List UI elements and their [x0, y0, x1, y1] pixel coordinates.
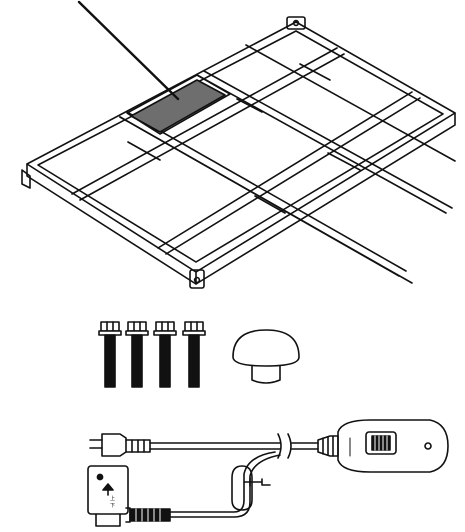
- hex-bolts: [98, 321, 206, 388]
- cable-clip: [231, 465, 253, 511]
- battery-slot-rim: [126, 74, 231, 135]
- battery-slot: [130, 79, 226, 133]
- power-cord-assembly: [89, 419, 449, 523]
- rail-short-2: [196, 74, 447, 214]
- control-box-arrow-icon: [102, 483, 114, 491]
- bed-frame: [21, 0, 456, 289]
- plug-body: [101, 433, 127, 457]
- corner-bracket-bottom: [189, 269, 205, 289]
- controller-switch: [365, 431, 397, 455]
- rail-long-2: [157, 91, 413, 249]
- rail-short-3: [245, 44, 456, 162]
- slat-3: [327, 152, 361, 171]
- hex-bolt: [125, 321, 149, 388]
- leveling-foot-cap: [232, 329, 300, 384]
- main-cable: [149, 442, 281, 450]
- frame-outer-inner-edge: [37, 30, 444, 263]
- control-box-dot: [96, 473, 104, 481]
- inline-controller: [337, 419, 449, 473]
- slat-2: [254, 195, 286, 214]
- corner-bracket-top: [286, 16, 306, 30]
- frame-left-cap: [21, 169, 31, 189]
- pointer-line: [77, 0, 180, 101]
- hex-bolt: [182, 321, 206, 388]
- rail-short-1b: [126, 111, 407, 272]
- hex-bolt: [98, 321, 122, 388]
- slat-4: [236, 98, 263, 113]
- slat-1: [127, 141, 161, 161]
- rail-short-1: [119, 116, 400, 277]
- control-box-label-2: 下: [110, 503, 115, 509]
- rail-long-1: [71, 47, 338, 195]
- slat-5: [299, 63, 331, 81]
- control-box-label-1: 上: [110, 495, 115, 502]
- branch-cable: [169, 451, 276, 513]
- rail-short-2b: [203, 70, 453, 209]
- hex-bolt: [153, 321, 177, 388]
- rail-long-2b: [165, 97, 421, 255]
- control-box: 上 下: [87, 465, 129, 527]
- rail-long-1b: [79, 53, 345, 201]
- plug-prongs: [89, 439, 103, 449]
- frame-front-face-right: [195, 112, 456, 285]
- controller-indicator: [424, 442, 432, 450]
